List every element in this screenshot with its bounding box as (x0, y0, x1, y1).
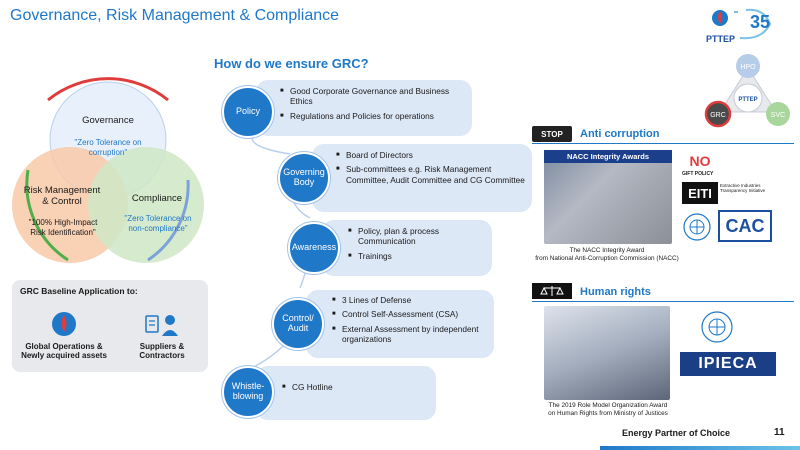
contractor-icon (145, 315, 178, 336)
list-item: Good Corporate Governance and Business E… (280, 86, 470, 107)
venn-governance-label: Governance (82, 115, 134, 126)
list-item: Policy, plan & process Communication (348, 226, 488, 247)
grc-connector (251, 114, 311, 369)
caption-line: The 2019 Role Model Organization Award (548, 402, 668, 409)
footer-tagline: Energy Partner of Choice (622, 428, 731, 438)
venn-compliance-quote: "Zero Tolerance on non-compliance" (124, 214, 192, 233)
grc-baseline-panel: GRC Baseline Application to: Global Oper… (12, 280, 208, 372)
page-title: Governance, Risk Management & Compliance (10, 7, 340, 24)
grc-heading: How do we ensure GRC? (214, 56, 369, 71)
page-number: 11 (774, 427, 785, 438)
grc-circle-policy: Policy (222, 86, 274, 138)
caption-line: The NACC Integrity Award (569, 247, 645, 254)
diagram-hpo: HPO (740, 64, 756, 71)
baseline-item-label: Global Operations & Newly acquired asset… (21, 342, 107, 361)
stop-sign-icon: STOP (532, 126, 572, 142)
hpo-grc-svc-diagram: HPO GRC SVC PTTEP (704, 54, 790, 128)
anti-corruption-heading: Anti corruption (580, 128, 660, 140)
pttep-logo-icon: 35 (712, 8, 772, 40)
brand-name: PTTEP (706, 34, 736, 44)
venn-circles (12, 77, 204, 263)
list-item: External Assessment by independent organ… (332, 324, 492, 345)
grc-circle-awareness: Awareness (288, 222, 340, 274)
cac-logo: CAC (718, 210, 772, 242)
arrow-green-icon (25, 169, 69, 262)
list-item: Regulations and Policies for operations (280, 111, 470, 122)
grc-list-policy: Good Corporate Governance and Business E… (280, 86, 470, 125)
baseline-item-operations: Global Operations & Newly acquired asset… (18, 310, 110, 361)
arrow-blue-icon (147, 179, 190, 262)
grc-list-awareness: Policy, plan & process Communication Tra… (348, 226, 488, 265)
grc-circle-governing-body: Governing Body (278, 152, 330, 204)
human-rights-award-photo (544, 306, 670, 400)
list-item: Sub-committees e.g. Risk Management Comm… (336, 164, 528, 185)
grc-venn-diagram: Governance "Zero Tolerance on corruption… (8, 70, 208, 275)
no-gift-badge: NO (689, 153, 711, 169)
un-global-compact-icon (683, 213, 711, 241)
baseline-item-suppliers: Suppliers & Contractors (124, 310, 200, 361)
grc-circle-whistle-blowing: Whistle-blowing (222, 366, 274, 418)
eiti-subtitle: Extractive Industries Transparency Initi… (720, 183, 766, 193)
venn-risk-label: Risk Management & Control (23, 185, 101, 207)
list-item: Trainings (348, 251, 488, 262)
caption-line: on Human Rights from Ministry of Justice… (548, 410, 668, 418)
anniversary-number: 35 (750, 12, 770, 32)
list-item: Control Self-Assessment (CSA) (332, 309, 492, 320)
scales-of-justice-icon (532, 283, 572, 299)
list-item: Board of Directors (336, 150, 528, 161)
brand-logo: 35 (706, 4, 796, 48)
baseline-title: GRC Baseline Application to: (20, 286, 138, 296)
pttep-drop-icon (52, 312, 76, 336)
diagram-svc: SVC (771, 112, 785, 119)
list-item: CG Hotline (282, 382, 432, 393)
nacc-caption: The NACC Integrity Award from National A… (532, 247, 682, 264)
ipieca-logo: IPIECA (680, 352, 776, 376)
grc-circle-control-audit: Control/ Audit (272, 298, 324, 350)
human-rights-heading: Human rights (580, 286, 651, 298)
human-rights-caption: The 2019 Role Model Organization Award o… (528, 402, 688, 419)
venn-risk-quote: "100% High-Impact Risk Identification" (28, 218, 98, 237)
eiti-logo: EITI (682, 182, 718, 204)
venn-compliance-label: Compliance (131, 193, 183, 204)
nacc-award-photo: NACC Integrity Awards (544, 150, 672, 244)
un-global-compact-icon (701, 311, 733, 343)
diagram-grc: GRC (710, 112, 726, 119)
footer-bar (600, 446, 800, 450)
section-divider (532, 301, 794, 302)
nacc-photo-banner: NACC Integrity Awards (544, 150, 672, 163)
venn-governance-quote: "Zero Tolerance on corruption" (74, 138, 142, 157)
baseline-item-label: Suppliers & Contractors (139, 342, 185, 361)
no-gift-subtitle: GIFT POLICY (682, 171, 714, 177)
section-divider (532, 143, 794, 144)
diagram-center: PTTEP (738, 97, 757, 103)
arrow-red-icon (47, 77, 169, 102)
grc-list-control-audit: 3 Lines of Defense Control Self-Assessme… (332, 295, 492, 348)
list-item: 3 Lines of Defense (332, 295, 492, 306)
grc-row-whistle-blowing (256, 366, 436, 420)
grc-list-governing-body: Board of Directors Sub-committees e.g. R… (336, 150, 528, 189)
grc-list-whistle-blowing: CG Hotline (282, 382, 432, 396)
caption-line: from National Anti-Corruption Commission… (535, 255, 679, 263)
